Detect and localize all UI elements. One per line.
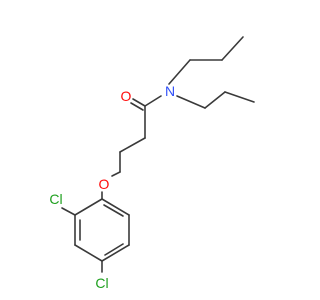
ring-bond <box>101 244 130 262</box>
structure-drawing: O N O Cl Cl <box>49 36 255 291</box>
ring-bond <box>74 244 103 262</box>
chlorine-para-label: Cl <box>95 275 108 291</box>
bond <box>144 95 162 107</box>
bond <box>111 171 121 177</box>
ether-oxygen-label: O <box>99 176 110 192</box>
chlorine-ortho-label: Cl <box>49 191 62 207</box>
double-bond <box>132 98 146 107</box>
ring-inner-bond <box>104 243 124 256</box>
ring-bond <box>101 198 130 216</box>
bond <box>204 91 226 109</box>
atom-labels: O N O Cl Cl <box>49 83 175 291</box>
molecule-diagram: O N O Cl Cl <box>49 36 255 291</box>
double-bond <box>130 102 144 111</box>
ring-inner-bond <box>103 204 124 217</box>
bond <box>61 207 76 216</box>
bond <box>119 137 146 153</box>
bond <box>224 91 255 103</box>
carbonyl-oxygen-label: O <box>121 88 132 104</box>
bonds <box>61 36 255 273</box>
bond <box>176 95 206 109</box>
ring-bond <box>74 198 103 216</box>
bond <box>221 36 244 61</box>
bond <box>168 59 191 85</box>
amide-nitrogen-label: N <box>165 83 175 99</box>
